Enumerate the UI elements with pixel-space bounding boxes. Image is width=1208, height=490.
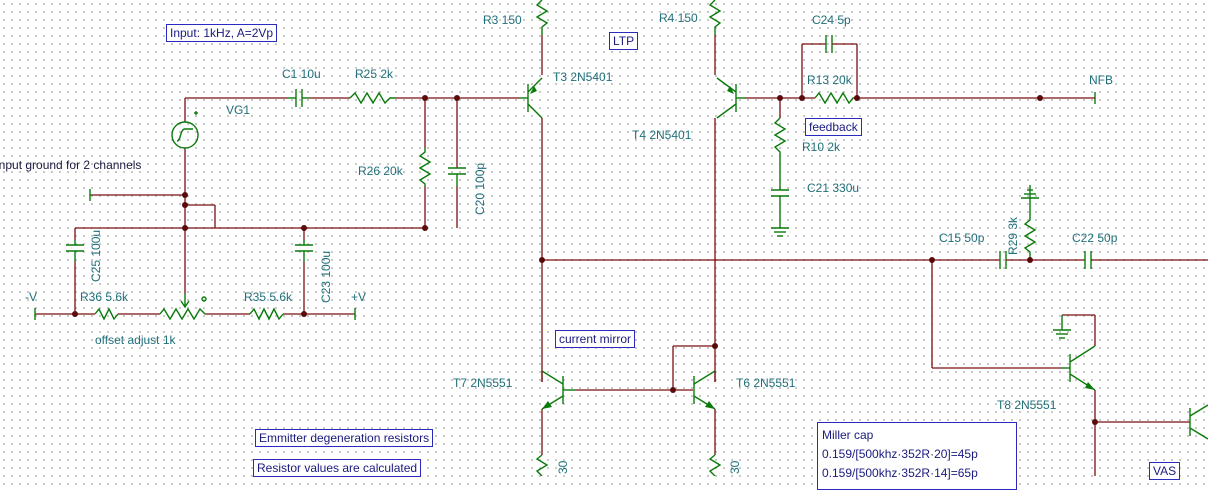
label-c23: C23 100u — [319, 250, 333, 303]
label-r4: R4 150 — [659, 11, 698, 25]
miller-line-2: 0.159/[500khz·352R·14]=65p — [822, 466, 978, 480]
label-r36: R36 5.6k — [80, 290, 129, 304]
input-wires — [35, 97, 520, 315]
label-r26: R26 20k — [358, 164, 403, 178]
label-r29: R29 3k — [1006, 216, 1020, 255]
r13-symbol — [814, 91, 857, 105]
label-t3: T3 2N5401 — [553, 70, 613, 84]
r-t6-symbol — [708, 454, 722, 476]
t7-transistor-symbol — [541, 370, 575, 410]
c1-symbol — [288, 89, 310, 107]
label-r-t7: 30 — [556, 460, 570, 474]
label-nfb: NFB — [1089, 73, 1113, 87]
note-miller-cap[interactable]: Miller cap 0.159/[500khz·352R·20]=45p 0.… — [817, 422, 1017, 490]
ground-symbol-r29 — [1021, 185, 1039, 199]
r10-symbol — [773, 117, 787, 180]
vg1-source-symbol — [171, 111, 199, 149]
note-feedback[interactable]: feedback — [805, 118, 862, 136]
ground-symbol-t8 — [1053, 315, 1071, 339]
label-input-ground: input ground for 2 channels — [0, 158, 142, 172]
t3-transistor-symbol — [520, 77, 543, 119]
label-r25: R25 2k — [355, 67, 394, 81]
pot-wiper-arrow — [180, 294, 190, 309]
c25-symbol — [66, 240, 84, 262]
c22-symbol — [1084, 251, 1092, 269]
r3-symbol — [535, 0, 549, 35]
label-t6: T6 2N5551 — [736, 376, 796, 390]
label-t4: T4 2N5401 — [632, 128, 692, 142]
label-r10: R10 2k — [802, 140, 841, 154]
r29-symbol — [1023, 198, 1037, 260]
offset-pot-symbol — [159, 307, 206, 321]
r25-symbol — [349, 91, 395, 105]
label-c20: C20 100p — [473, 162, 487, 215]
miller-line-1: 0.159/[500khz·352R·20]=45p — [822, 447, 978, 461]
schematic-canvas — [34, 0, 1208, 476]
note-emitter-degeneration[interactable]: Emmitter degeneration resistors — [255, 429, 434, 447]
label-c25: C25 100u — [89, 229, 103, 282]
label-offset-adjust: offset adjust 1k — [95, 333, 176, 347]
note-input[interactable]: Input: 1kHz, A=2Vp — [166, 24, 278, 42]
label-r-t6: 30 — [728, 460, 742, 474]
label-c1: C1 10u — [282, 67, 321, 81]
label-c22: C22 50p — [1072, 231, 1118, 245]
c23-symbol — [295, 240, 313, 262]
label-t8: T8 2N5551 — [997, 398, 1057, 412]
label-r13: R13 20k — [807, 73, 852, 87]
r26-symbol — [418, 148, 432, 186]
c21-symbol — [771, 180, 789, 228]
label-neg-v: -V — [25, 290, 37, 304]
r35-symbol — [249, 307, 284, 321]
label-r3: R3 150 — [483, 13, 522, 27]
note-ltp[interactable]: LTP — [609, 32, 639, 50]
label-r35: R35 5.6k — [244, 290, 293, 304]
label-vg1: VG1 — [226, 103, 251, 117]
t6-transistor-symbol — [693, 370, 716, 410]
c20-symbol — [448, 167, 466, 186]
pot-wiper-dot — [201, 296, 207, 302]
miller-title: Miller cap — [822, 428, 874, 442]
label-pos-v: +V — [351, 290, 367, 304]
note-vas[interactable]: VAS — [1149, 462, 1181, 480]
r4-symbol — [708, 0, 722, 35]
label-t7: T7 2N5551 — [453, 376, 513, 390]
label-c24: C24 5p — [812, 13, 851, 27]
r-t7-symbol — [535, 454, 549, 476]
ground-symbol-c21 — [771, 227, 789, 237]
t4-transistor-symbol — [716, 77, 745, 119]
t8-transistor-symbol — [1062, 345, 1096, 391]
label-c15: C15 50p — [939, 231, 985, 245]
note-resistor-values[interactable]: Resistor values are calculated — [253, 459, 422, 477]
r36-symbol — [94, 307, 119, 321]
note-current-mirror[interactable]: current mirror — [555, 330, 636, 348]
vas-transistor-symbol — [1189, 404, 1208, 440]
label-c21: C21 330u — [807, 181, 860, 195]
junction-nodes — [72, 95, 1098, 425]
c24-symbol — [825, 35, 833, 53]
